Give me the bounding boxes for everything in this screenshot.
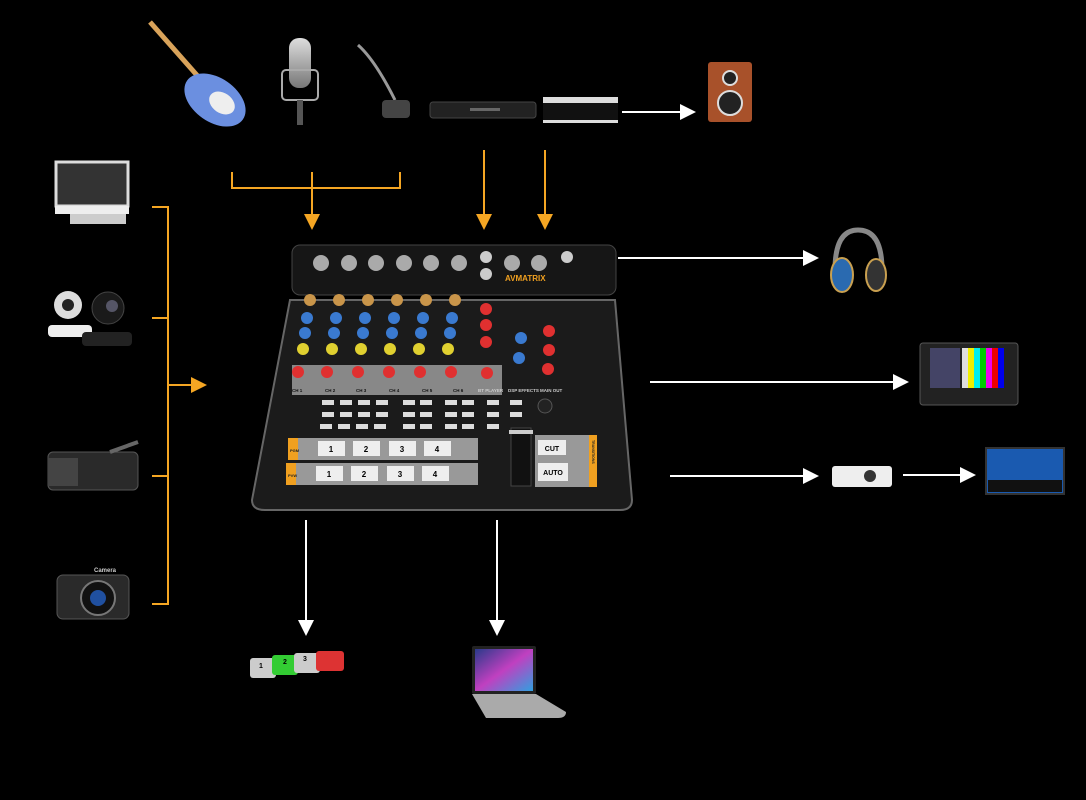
channel-label: CH 3 (356, 388, 367, 393)
pvw-button-3[interactable] (387, 466, 414, 481)
studio-microphone-icon (281, 38, 319, 125)
button-label: 3 (398, 470, 403, 479)
tally-number: 3 (303, 656, 307, 663)
audio-input-bracket (231, 150, 553, 230)
pgm-button-4[interactable] (424, 441, 451, 456)
computer-monitor-icon (54, 160, 130, 224)
dslr-camera-icon: Camera (56, 568, 130, 620)
button-label: 4 (433, 470, 438, 479)
pvw-button-2[interactable] (351, 466, 378, 481)
tally-number: 1 (259, 663, 263, 670)
amplifier-icon (543, 97, 618, 123)
t-bar-fader[interactable] (510, 427, 532, 487)
function-buttons[interactable] (320, 400, 522, 429)
pgm-button-3[interactable] (389, 441, 416, 456)
button-label: 1 (327, 470, 332, 479)
tally-number: 2 (283, 659, 287, 666)
avmatrix-mixer-switcher: AVMATRIX CH 1 CH 2 CH 3 CH 4 CH 5 CH 6 B… (250, 244, 634, 511)
tally-lights-icon: 1 2 3 4 (250, 651, 344, 678)
ptz-camera-icon (48, 291, 132, 346)
channel-label: CH 6 (453, 388, 464, 393)
button-label: 4 (435, 445, 440, 454)
pvw-label: PVW (288, 473, 297, 478)
channel-label: CH 2 (325, 388, 336, 393)
cut-button[interactable] (538, 440, 566, 455)
brand-logo: AVMATRIX (505, 274, 546, 283)
pgm-label: PGM (290, 448, 300, 453)
camcorder-icon (47, 440, 139, 491)
dvd-player-icon (429, 101, 537, 119)
channel-label: CH 4 (389, 388, 400, 393)
headphones-icon (830, 227, 887, 293)
camera-brand-text: Camera (94, 568, 117, 574)
button-label: 3 (400, 445, 405, 454)
pgm-button-1[interactable] (318, 441, 345, 456)
pvw-button-1[interactable] (316, 466, 343, 481)
menu-knob[interactable] (537, 398, 553, 414)
video-input-bracket (152, 206, 207, 605)
main-out-label: MAIN OUT (540, 388, 562, 393)
gooseneck-microphone-icon (356, 43, 410, 118)
input-jacks (313, 251, 573, 280)
bt-player-label: BT PLAYER (478, 388, 504, 393)
laptop-icon (472, 646, 566, 718)
button-label: 1 (329, 445, 334, 454)
channel-label: CH 5 (422, 388, 433, 393)
pvw-row (286, 463, 478, 485)
projector-icon (832, 466, 892, 487)
knob-rows (292, 294, 555, 379)
transitions-label: TRANSITIONS (591, 440, 595, 464)
channel-label: CH 1 (292, 388, 303, 393)
tally-number: 4 (324, 654, 328, 661)
display-screen-icon (985, 447, 1065, 495)
auto-label: AUTO (543, 470, 563, 477)
pgm-button-2[interactable] (353, 441, 380, 456)
auto-button[interactable] (538, 463, 568, 481)
field-monitor-icon (919, 342, 1019, 406)
button-label: 2 (364, 445, 369, 454)
button-label: 2 (362, 470, 367, 479)
dsp-effects-label: DSP EFFECTS (508, 388, 539, 393)
pvw-button-4[interactable] (422, 466, 449, 481)
speaker-icon (708, 62, 752, 122)
cut-label: CUT (545, 446, 560, 453)
electric-guitar-icon (148, 20, 246, 127)
